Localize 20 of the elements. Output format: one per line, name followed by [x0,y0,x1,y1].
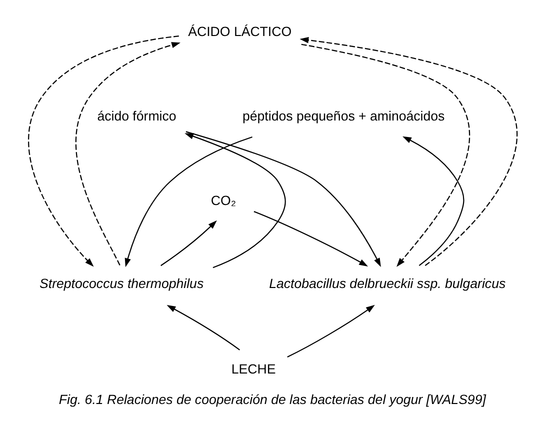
arrow [300,37,518,266]
arrow [402,136,464,266]
node-text: péptidos pequeños + aminoácidos [242,108,445,124]
caption: Fig. 6.1 Relaciones de cooperación de las bacterias del yogur [WALS99] [58,392,486,407]
arrow [166,305,240,350]
node-text: ÁCIDO LÁCTICO [188,24,292,40]
arrow [160,220,217,266]
arrow [186,131,381,267]
node-text: CO₂ [210,192,236,208]
arrow [301,44,470,267]
node-text: LECHE [231,361,276,376]
node-text: Streptococcus thermophilus [40,276,204,291]
arrow [184,133,286,268]
arrow [254,211,368,266]
node-text: ácido fórmico [97,108,176,124]
arrow [287,304,375,358]
arrow [124,136,252,268]
node-text: Lactobacillus delbrueckii ssp. bulgaricus [269,276,506,291]
arrow [28,36,179,267]
arrow [75,42,180,266]
